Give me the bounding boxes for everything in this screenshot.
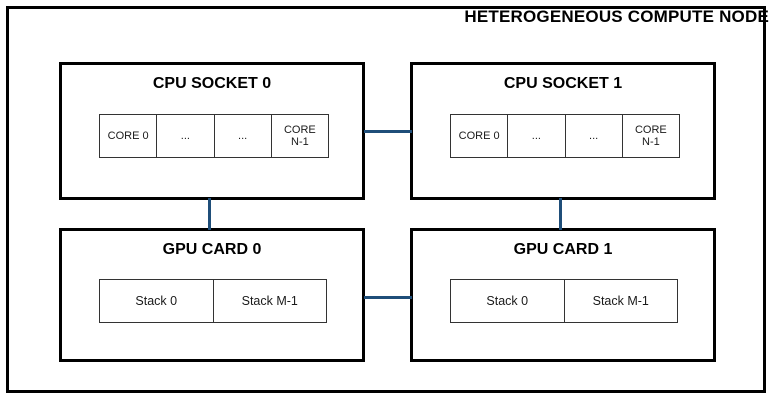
gpu-card-1-title: GPU CARD 1 [513, 241, 613, 258]
cpu-socket-0-title: CPU SOCKET 0 [152, 75, 272, 92]
cpu0-gpu0-link [208, 198, 211, 230]
cpu0-cpu1-link [364, 130, 412, 133]
core-cell[interactable]: ... [157, 115, 215, 157]
gpu-card-1-block[interactable]: GPU CARD 1 Stack 0 Stack M-1 [410, 228, 716, 362]
gpu-card-0-stack-strip: Stack 0 Stack M-1 [99, 279, 327, 323]
core-cell[interactable]: CORE 0 [451, 115, 509, 157]
cpu-socket-0-core-strip: CORE 0 ... ... CORE N-1 [99, 114, 329, 158]
page-title: HETEROGENEOUS COMPUTE NODE [464, 7, 769, 26]
core-cell[interactable]: CORE N-1 [283, 124, 316, 148]
cpu-socket-1-title: CPU SOCKET 1 [503, 75, 623, 92]
gpu-card-1-stack-strip: Stack 0 Stack M-1 [450, 279, 678, 323]
stack-cell[interactable]: Stack M-1 [241, 294, 298, 308]
compute-node-frame [6, 6, 766, 393]
core-cell[interactable]: CORE 0 [100, 115, 158, 157]
cpu1-gpu1-link [559, 198, 562, 230]
gpu0-gpu1-link [364, 296, 412, 299]
gpu-card-0-title: GPU CARD 0 [162, 241, 262, 258]
core-cell[interactable]: CORE N-1 [634, 124, 667, 148]
cpu-socket-1-core-strip: CORE 0 ... ... CORE N-1 [450, 114, 680, 158]
stack-cell[interactable]: Stack M-1 [592, 294, 649, 308]
cpu-socket-0-block[interactable]: CPU SOCKET 0 CORE 0 ... ... CORE N-1 [59, 62, 365, 200]
core-cell[interactable]: ... [508, 115, 566, 157]
stack-cell[interactable]: Stack 0 [451, 280, 565, 322]
cpu-socket-1-block[interactable]: CPU SOCKET 1 CORE 0 ... ... CORE N-1 [410, 62, 716, 200]
gpu-card-0-block[interactable]: GPU CARD 0 Stack 0 Stack M-1 [59, 228, 365, 362]
core-cell[interactable]: ... [215, 115, 272, 157]
stack-cell[interactable]: Stack 0 [100, 280, 214, 322]
core-cell[interactable]: ... [566, 115, 623, 157]
